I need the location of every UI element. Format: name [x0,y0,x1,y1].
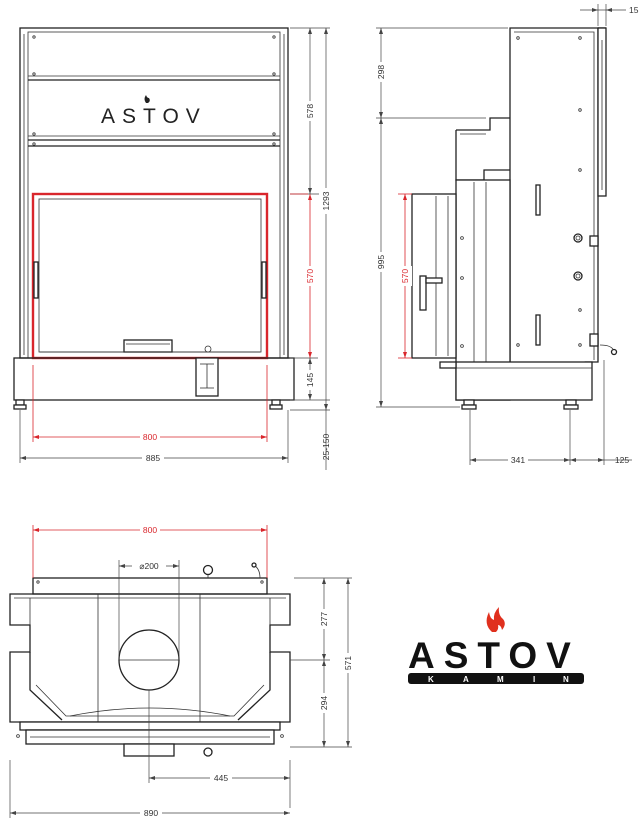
front-opening [31,192,269,360]
front-dim-top-height: 578 [305,104,315,118]
front-base [13,357,295,401]
logo-flame-icon [486,607,505,632]
logo-tagline-a: A [463,675,469,684]
front-dim-feet-range: 25-150 [321,433,331,460]
top-dim-opening-width: 800 [143,525,157,535]
front-brand-mark: ASTOV [101,105,207,128]
front-dim-overall-height: 1293 [321,191,331,210]
front-dim-base-height: 145 [305,373,315,387]
side-view: 298 995 570 341 125 15 [374,4,639,465]
top-dim-flue-diameter: ⌀200 [139,561,159,571]
front-dim-opening-width: 800 [143,432,157,442]
top-dim-front-depth: 277 [319,612,329,626]
logo-tagline-m: M [497,675,504,684]
top-dim-overall-width: 890 [144,808,158,818]
top-dim-total-depth: 571 [343,656,353,670]
logo-name: ASTOV [408,635,580,676]
side-dim-top-height: 298 [376,65,386,79]
side-dim-body-height: 995 [376,255,386,269]
side-dim-rear-offset: 125 [615,455,629,465]
top-dim-flue-offset: 445 [214,773,228,783]
side-dim-top-edge: 15 [629,5,639,15]
top-view: 800 ⌀200 277 294 571 445 [9,524,355,818]
front-dim-overall-width: 885 [146,453,160,463]
logo-tagline-bar [408,673,584,684]
front-dim-opening-height: 570 [305,269,315,283]
side-dim-opening-height: 570 [400,269,410,283]
astov-logo: ASTOV K A M I N [408,607,584,684]
logo-tagline-k: K [428,675,434,684]
side-dim-depth: 341 [511,455,525,465]
logo-tagline-n: N [563,675,569,684]
top-dim-rear-depth: 294 [319,696,329,710]
logo-tagline-i: I [533,675,535,684]
front-view: ASTOV 800 [13,27,333,470]
front-flame-icon [144,95,150,103]
